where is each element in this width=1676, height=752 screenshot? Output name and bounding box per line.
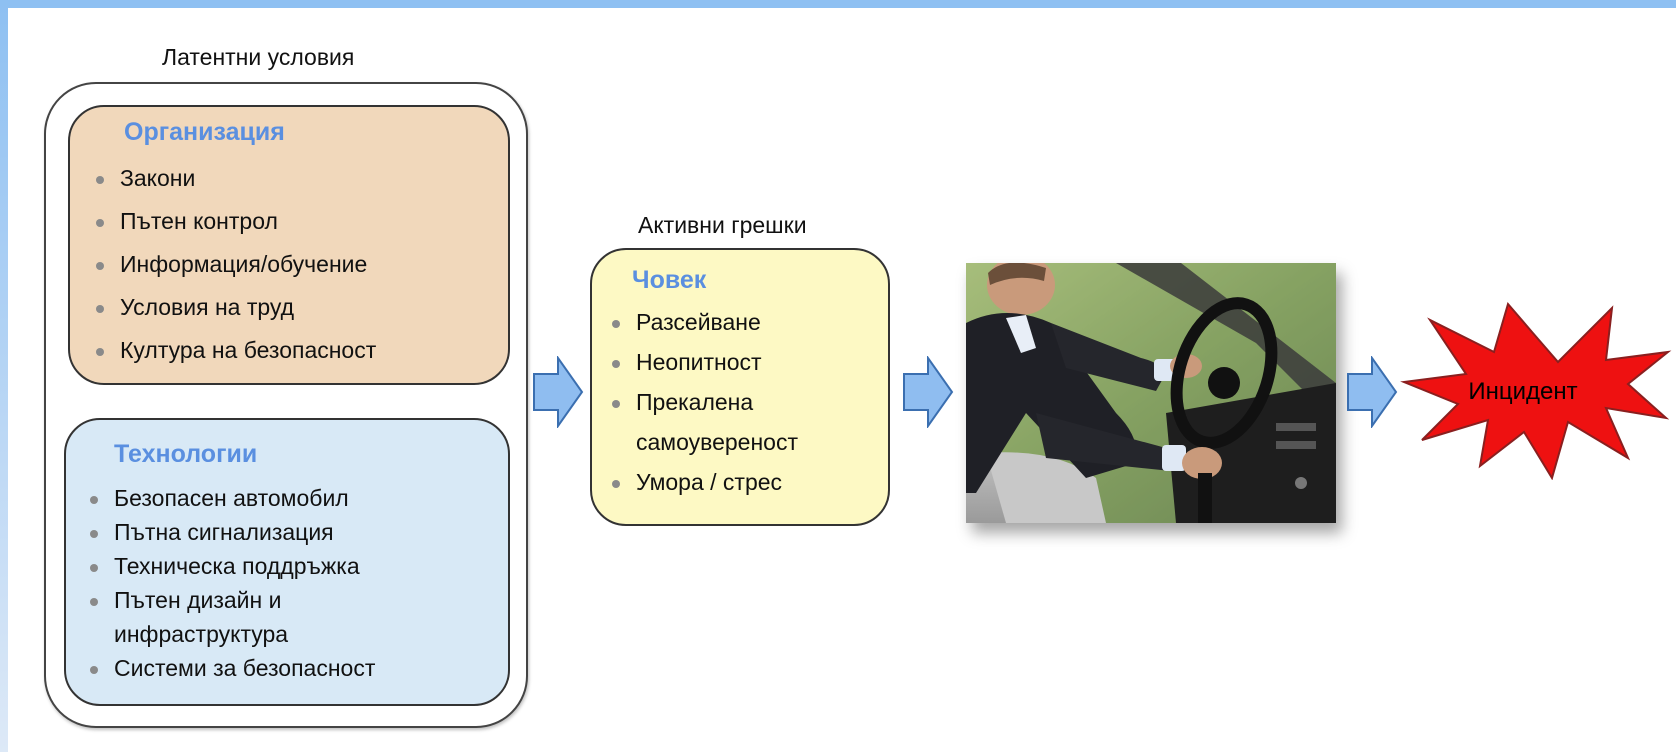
- active-errors-caption: Активни грешки: [638, 212, 807, 238]
- list-item: Условия на труд: [94, 293, 376, 336]
- right-arrow-icon: [903, 356, 954, 428]
- human-list: Разсейване Неопитност Прекалена самоувер…: [610, 308, 798, 508]
- list-item: Безопасен автомобил: [88, 484, 375, 518]
- list-item: Култура на безопасност: [94, 336, 376, 379]
- human-panel: [590, 248, 890, 526]
- list-item: Разсейване: [610, 308, 798, 348]
- list-item: Пътен контрол: [94, 207, 376, 250]
- technology-list: Безопасен автомобил Пътна сигнализация Т…: [88, 484, 375, 688]
- organization-title: Организация: [124, 118, 285, 146]
- list-item: Пътен дизайн и: [88, 586, 375, 620]
- list-item: Пътна сигнализация: [88, 518, 375, 552]
- technology-panel: [64, 418, 510, 706]
- list-item-continuation: самоувереност: [636, 429, 798, 455]
- list-item-continuation: инфраструктура: [114, 621, 289, 647]
- list-item: Умора / стрес: [610, 468, 798, 508]
- latent-conditions-caption: Латентни условия: [162, 44, 355, 70]
- right-arrow-icon: [1347, 356, 1398, 428]
- list-item: Системи за безопасност: [88, 654, 375, 688]
- man-driving-car-photo: [966, 263, 1336, 523]
- list-item: Неопитност: [610, 348, 798, 388]
- page-left-border: [0, 0, 8, 752]
- human-title: Човек: [632, 266, 707, 294]
- list-item: Прекалена: [610, 388, 798, 428]
- explosion-burst-icon: [1400, 301, 1672, 480]
- organization-panel: [68, 105, 510, 385]
- list-item: Информация/обучение: [94, 250, 376, 293]
- list-item: Закони: [94, 164, 376, 207]
- incident-label: Инцидент: [1468, 378, 1578, 405]
- page-top-border: [0, 0, 1676, 8]
- list-item: Техническа поддръжка: [88, 552, 375, 586]
- technology-title: Технологии: [114, 440, 258, 468]
- organization-list: Закони Пътен контрол Информация/обучение…: [94, 164, 376, 379]
- right-arrow-icon: [533, 356, 584, 428]
